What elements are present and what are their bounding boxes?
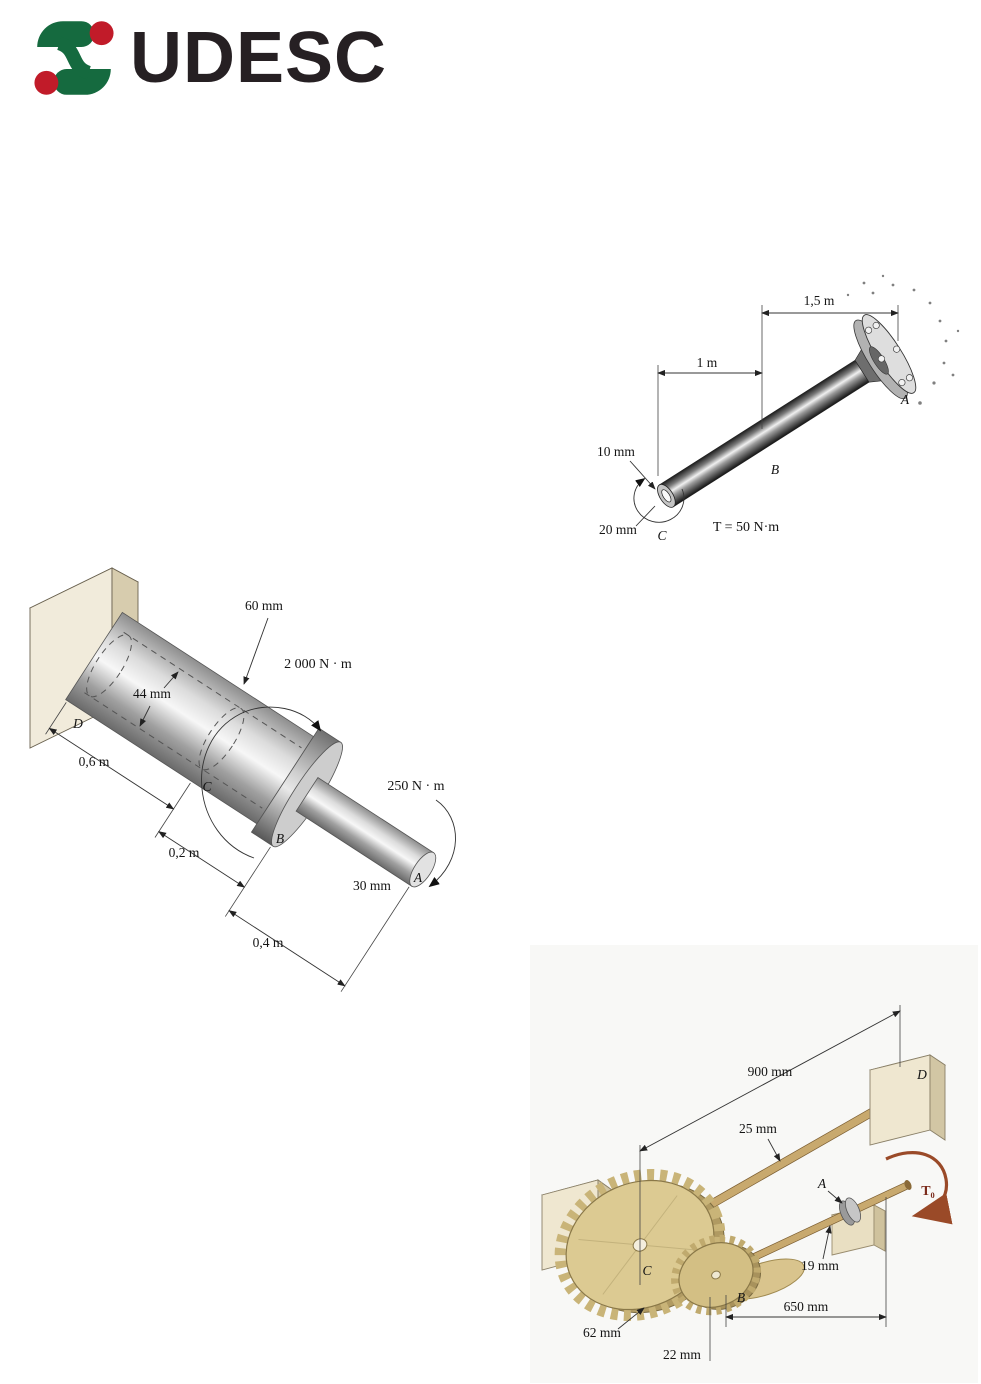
gear-c-teeth xyxy=(554,1168,726,1322)
leader-62mm xyxy=(617,1307,645,1330)
leader-25mm xyxy=(767,1138,781,1162)
gear-b-teeth xyxy=(671,1234,761,1316)
collar-a xyxy=(838,1197,862,1226)
large-cylinder xyxy=(65,611,315,825)
udesc-logo: UDESC xyxy=(28,10,387,106)
figure-tube-shaft: 1,5 m 1 m 10 mm 20 mm C T = 50 N·m B A xyxy=(578,243,978,578)
leader-60mm xyxy=(243,617,269,685)
dim-line-02 xyxy=(158,831,246,888)
fig3-len-900-label: 900 mm xyxy=(748,1064,793,1079)
fig1-dia-20mm-label: 20 mm xyxy=(599,522,637,537)
torque-arrow-c xyxy=(633,477,685,523)
fig2-torque-2000-label: 2 000 N · m xyxy=(284,657,352,672)
fig2-len-02-label: 0,2 m xyxy=(169,845,200,860)
figure-gear-train: 900 mm 25 mm A T₀ 19 mm 650 mm 62 mm 22 … xyxy=(530,945,978,1384)
leader-20mm xyxy=(635,505,656,527)
stepped-shaft xyxy=(45,611,437,992)
fig1-point-a-label: A xyxy=(900,392,910,407)
leader-44mm-top xyxy=(163,671,179,689)
fig3-point-b-label: B xyxy=(737,1290,745,1305)
tube-end-inner xyxy=(661,489,672,503)
fig2-len-04-label: 0,4 m xyxy=(253,935,284,950)
fig2-len-06-label: 0,6 m xyxy=(79,754,110,769)
fig1-point-c-label: C xyxy=(657,528,667,543)
fig2-torque-250-label: 250 N · m xyxy=(387,779,444,794)
figure-gear-train-svg: 900 mm 25 mm A T₀ 19 mm 650 mm 62 mm 22 … xyxy=(530,945,978,1383)
fig2-point-d-label: D xyxy=(72,716,83,731)
fig1-torque-label: T = 50 N·m xyxy=(713,520,779,535)
fig2-dia-44mm-label: 44 mm xyxy=(133,686,171,701)
fig3-dia-22mm-label: 22 mm xyxy=(663,1347,701,1362)
leader-19mm xyxy=(822,1225,832,1260)
udesc-logo-text: UDESC xyxy=(130,18,388,98)
fig3-torque-t0-label: T₀ xyxy=(921,1184,935,1199)
figure-stepped-shaft-svg: 60 mm 44 mm 2 000 N · m 250 N · m D C B … xyxy=(29,567,456,992)
fig1-dia-10mm-label: 10 mm xyxy=(597,444,635,459)
fig3-point-d-label: D xyxy=(916,1067,927,1082)
logo-red-dot-top xyxy=(89,21,114,46)
figure-tube-shaft-svg: 1,5 m 1 m 10 mm 20 mm C T = 50 N·m B A xyxy=(597,274,960,543)
logo-red-dot-bottom xyxy=(34,70,59,95)
fig3-len-650-label: 650 mm xyxy=(784,1299,829,1314)
fig2-dia-60mm-label: 60 mm xyxy=(245,598,283,613)
leader-a xyxy=(827,1190,843,1204)
fig2-point-c-label: C xyxy=(202,779,212,794)
logo-green-link xyxy=(56,36,92,80)
fig2-dia-30mm-label: 30 mm xyxy=(353,878,391,893)
small-shaft-end xyxy=(409,851,437,888)
fig1-dim-1_5m-label: 1,5 m xyxy=(804,293,835,308)
logo-green-top xyxy=(37,21,95,47)
fig3-dia-19mm-label: 19 mm xyxy=(801,1258,839,1273)
torque-arrow-250 xyxy=(428,799,456,888)
fig1-dim-1m-label: 1 m xyxy=(697,355,718,370)
fig3-point-c-label: C xyxy=(642,1263,652,1278)
gear-b-hub xyxy=(711,1270,721,1280)
dim-line-06 xyxy=(48,727,175,810)
udesc-logo-icon xyxy=(34,21,114,95)
right-wall xyxy=(868,1054,947,1146)
logo-green-bottom xyxy=(53,69,111,95)
leader-10mm xyxy=(629,460,656,490)
fig1-point-b-label: B xyxy=(771,462,779,477)
figure-stepped-shaft: 60 mm 44 mm 2 000 N · m 250 N · m D C B … xyxy=(16,538,476,1013)
fig3-dia-25mm-label: 25 mm xyxy=(739,1121,777,1136)
dim-line-900 xyxy=(639,1010,901,1152)
fig3-point-a-label: A xyxy=(817,1176,827,1191)
dim-line-04 xyxy=(228,910,346,987)
fig2-point-b-label: B xyxy=(276,831,284,846)
wall-stipple xyxy=(846,274,960,405)
torque-arrow-2000 xyxy=(201,706,322,859)
inner-bore-bottom-dashed xyxy=(84,692,263,809)
inner-bore-top-dashed xyxy=(123,631,302,749)
flange-bolt-holes xyxy=(865,321,914,387)
gear-b xyxy=(671,1234,761,1316)
fig2-point-a-label: A xyxy=(413,870,423,885)
torque-arrow-t0 xyxy=(885,1151,953,1225)
fig3-dia-62mm-label: 62 mm xyxy=(583,1325,621,1340)
leader-44mm-bottom xyxy=(139,705,151,727)
lower-shaft-end xyxy=(904,1180,912,1190)
tube-shaft xyxy=(657,314,917,508)
